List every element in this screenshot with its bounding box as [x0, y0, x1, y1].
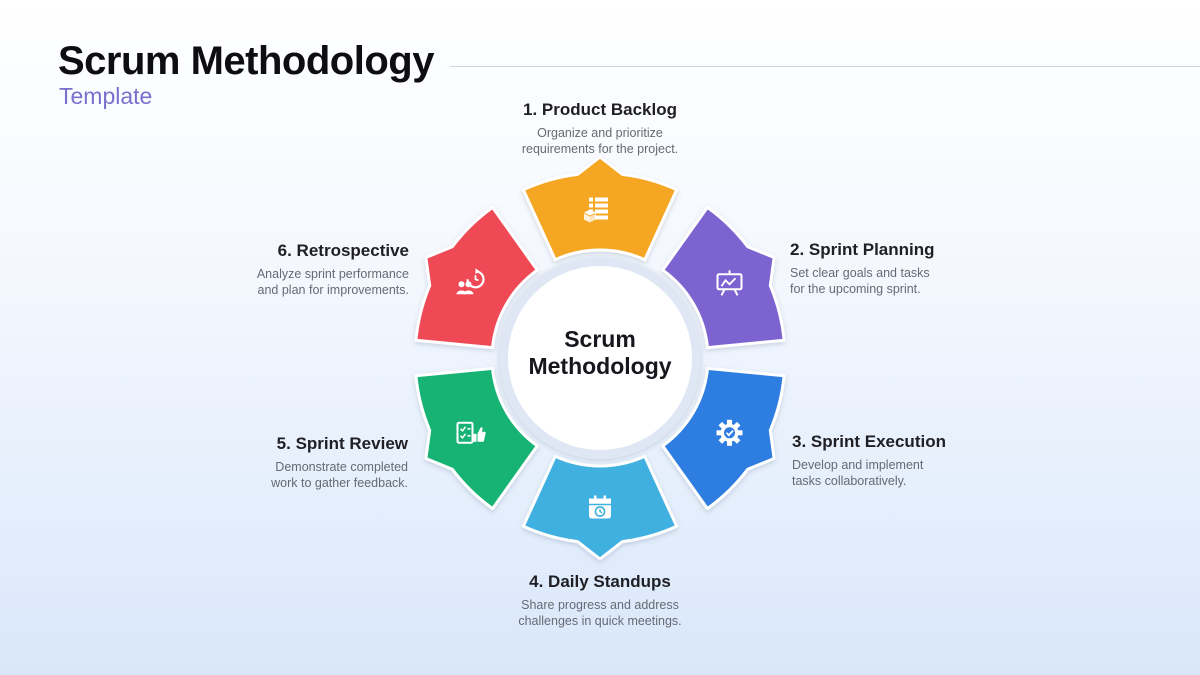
segment-shape [521, 155, 679, 262]
step-title: 2. Sprint Planning [790, 240, 935, 259]
segment-sprint-execution [661, 366, 786, 511]
step-description: Set clear goals and tasks for the upcomin… [790, 265, 1020, 297]
step-title: 5. Sprint Review [276, 434, 408, 453]
segment-product-backlog [521, 155, 679, 262]
segment-shape [661, 205, 786, 350]
segment-retrospective [414, 205, 539, 350]
planning-board-icon [716, 270, 743, 296]
desc-line: work to gather feedback. [271, 476, 408, 490]
gear-check-icon [716, 419, 743, 446]
step-sprint-review: 5. Sprint Review Demonstrate completed wo… [178, 433, 408, 491]
step-description: Analyze sprint performance and plan for i… [179, 266, 409, 298]
step-title: 6. Retrospective [277, 241, 409, 260]
desc-line: Share progress and address [521, 598, 679, 612]
desc-line: and plan for improvements. [257, 283, 409, 297]
page-subtitle: Template [59, 83, 153, 109]
step-retrospective: 6. Retrospective Analyze sprint performa… [179, 240, 409, 298]
team-review-icon [456, 268, 485, 295]
step-title: 3. Sprint Execution [792, 432, 946, 451]
backlog-list-icon [584, 197, 608, 223]
page-title: Scrum Methodology [58, 39, 434, 83]
step-description: Develop and implement tasks collaborative… [792, 457, 1022, 489]
desc-line: for the upcoming sprint. [790, 282, 921, 296]
desc-line: tasks collaboratively. [792, 474, 907, 488]
step-description: Demonstrate completed work to gather feed… [178, 459, 408, 491]
title-divider [450, 66, 1200, 67]
segment-sprint-review [414, 366, 539, 511]
step-sprint-execution: 3. Sprint Execution Develop and implemen… [792, 431, 1022, 489]
segment-daily-standups [521, 454, 679, 561]
desc-line: challenges in quick meetings. [518, 614, 682, 628]
center-disc [508, 266, 692, 450]
segment-shape [414, 205, 539, 350]
desc-line: Organize and prioritize [537, 126, 663, 140]
segment-shape [414, 366, 539, 511]
desc-line: requirements for the project. [521, 142, 679, 156]
desc-line: Set clear goals and tasks [790, 266, 930, 280]
desc-line: Demonstrate completed [275, 460, 408, 474]
checklist-thumbs-up-icon [456, 421, 486, 444]
segment-sprint-planning [661, 205, 786, 350]
calendar-clock-icon [589, 495, 611, 519]
step-title: 1. Product Backlog [523, 100, 677, 119]
step-description: Share progress and address challenges in … [485, 597, 715, 629]
desc-line: Analyze sprint performance [256, 267, 409, 281]
center-label-line2: Methodology [528, 353, 672, 379]
step-product-backlog: 1. Product Backlog Organize and prioriti… [485, 99, 715, 157]
step-daily-standups: 4. Daily Standups Share progress and add… [485, 571, 715, 629]
desc-line: Develop and implement [792, 458, 924, 472]
center-label-line1: Scrum [564, 326, 636, 352]
step-description: Organize and prioritize requirements for … [485, 125, 715, 157]
center-label: Scrum Methodology [500, 326, 700, 380]
step-sprint-planning: 2. Sprint Planning Set clear goals and t… [790, 239, 1020, 297]
step-title: 4. Daily Standups [529, 572, 671, 591]
